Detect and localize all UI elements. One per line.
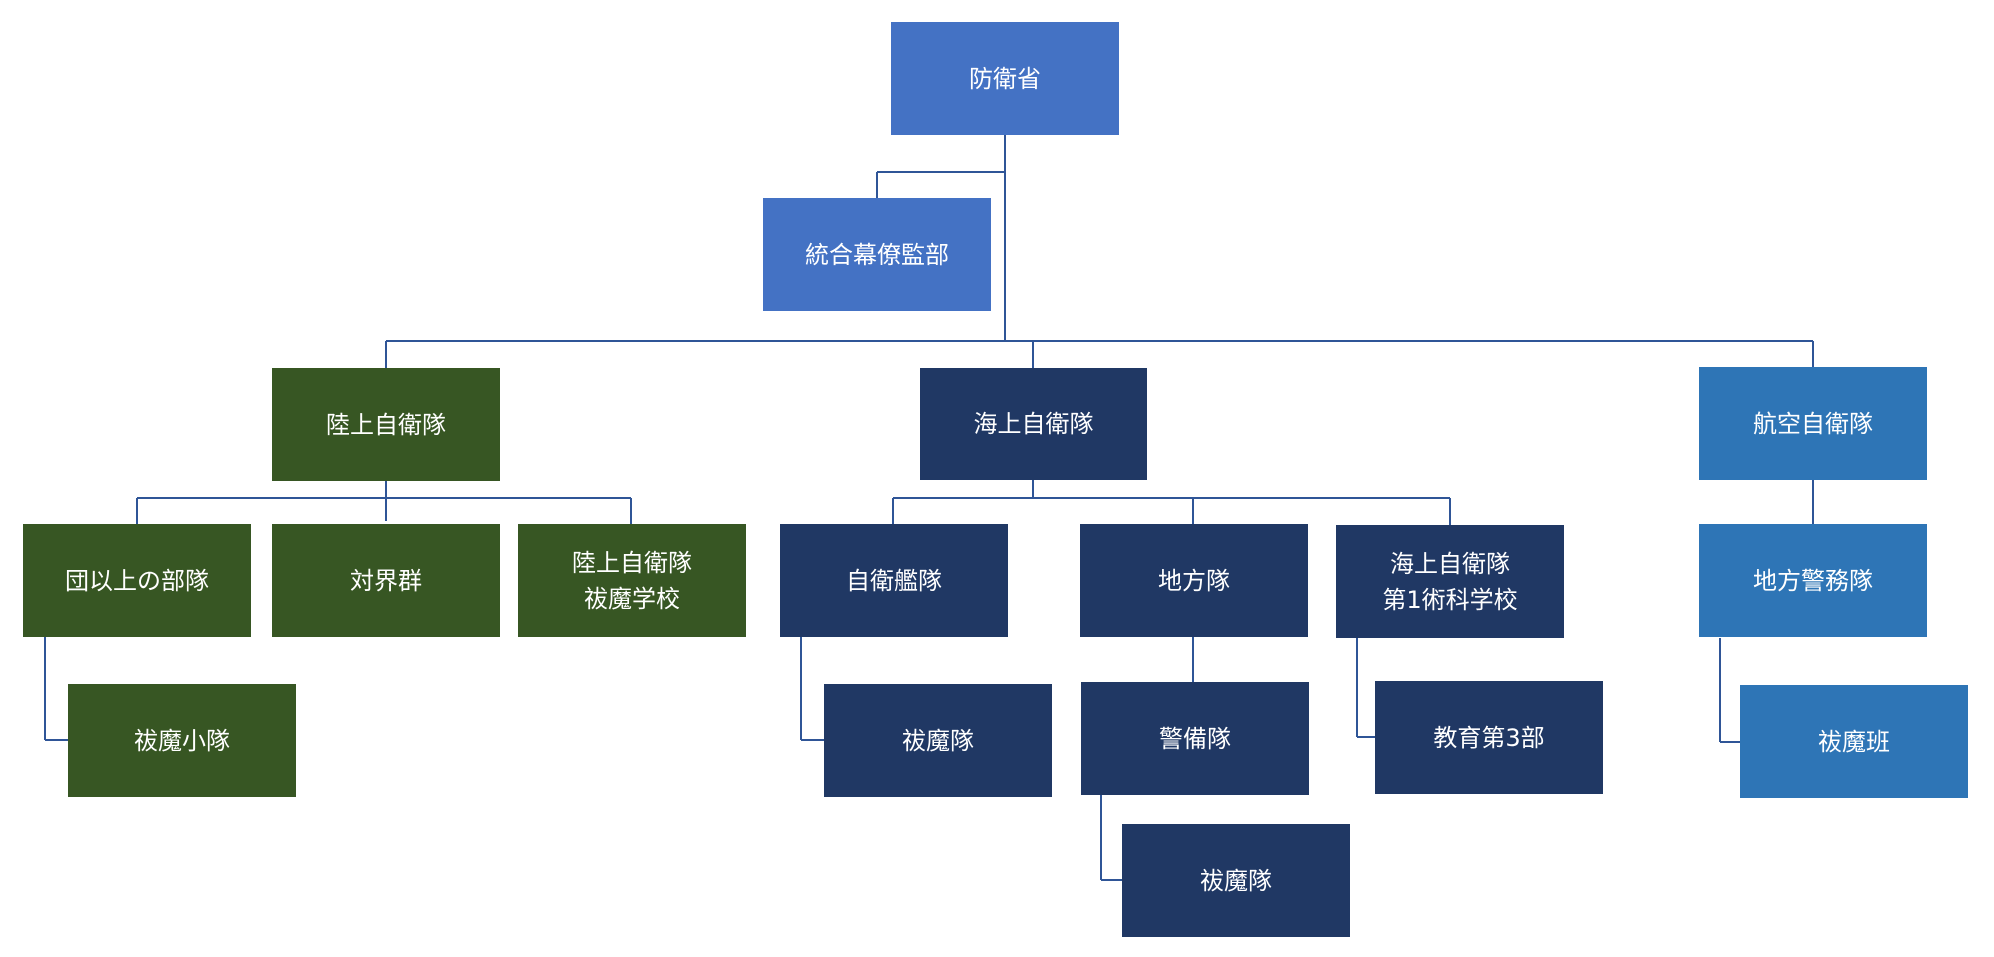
node-label: 祓魔小隊 [134, 726, 230, 755]
node-asdf: 航空自衛隊 [1699, 367, 1927, 480]
node-gsdf: 陸上自衛隊 [272, 368, 500, 481]
node-label: 祓魔班 [1818, 727, 1890, 756]
node-label: 地方警務隊 [1753, 566, 1873, 595]
node-label: 航空自衛隊 [1753, 409, 1873, 438]
node-label-line2: 祓魔学校 [584, 584, 680, 613]
node-asdf-squad: 祓魔班 [1740, 685, 1968, 798]
node-msdf-fleet: 自衛艦隊 [780, 524, 1008, 637]
node-label: 統合幕僚監部 [805, 240, 949, 269]
node-label: 海上自衛隊 [1390, 549, 1510, 578]
node-label: 地方隊 [1158, 566, 1230, 595]
node-msdf-guard: 警備隊 [1081, 682, 1309, 795]
node-label: 教育第3部 [1433, 723, 1545, 752]
node-msdf: 海上自衛隊 [920, 368, 1147, 480]
node-msdf-edu3: 教育第3部 [1375, 681, 1603, 794]
node-msdf-school: 海上自衛隊 第1術科学校 [1336, 525, 1564, 638]
node-label: 祓魔隊 [1200, 866, 1272, 895]
node-label: 海上自衛隊 [973, 410, 1094, 438]
node-msdf-district: 地方隊 [1080, 524, 1308, 637]
node-label: 団以上の部隊 [65, 566, 209, 595]
node-gsdf-taikai: 対界群 [272, 524, 500, 637]
node-label-line2: 第1術科学校 [1382, 585, 1518, 614]
node-gsdf-school: 陸上自衛隊 祓魔学校 [518, 524, 746, 637]
node-joint-staff: 統合幕僚監部 [763, 198, 991, 311]
node-label: 防衛省 [969, 64, 1041, 93]
node-gsdf-units: 団以上の部隊 [23, 524, 251, 637]
node-label: 陸上自衛隊 [326, 410, 446, 439]
node-asdf-police: 地方警務隊 [1699, 524, 1927, 637]
node-label: 陸上自衛隊 [572, 548, 692, 577]
node-mod: 防衛省 [891, 22, 1119, 135]
node-label: 警備隊 [1159, 724, 1231, 753]
node-label: 対界群 [350, 566, 422, 595]
node-label: 祓魔隊 [902, 726, 974, 755]
node-label: 自衛艦隊 [846, 566, 942, 595]
node-gsdf-platoon: 祓魔小隊 [68, 684, 296, 797]
node-msdf-guard-unit: 祓魔隊 [1122, 824, 1350, 937]
node-msdf-fleet-unit: 祓魔隊 [824, 684, 1052, 797]
